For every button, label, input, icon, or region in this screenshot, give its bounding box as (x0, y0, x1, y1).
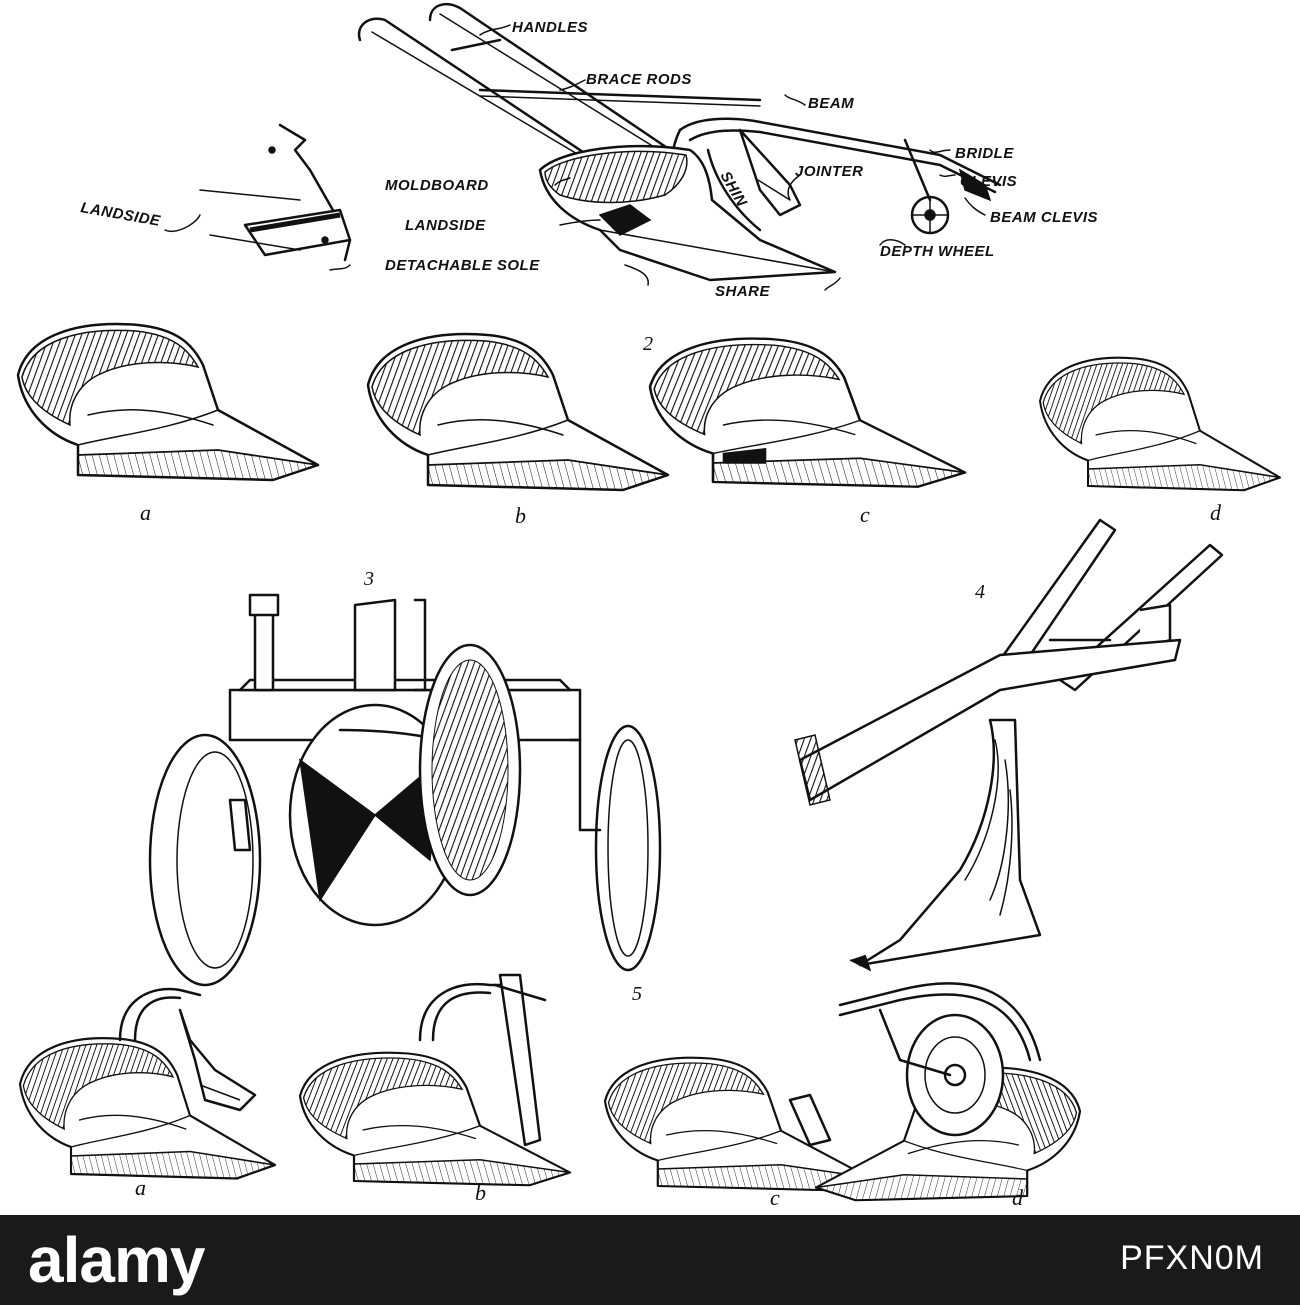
right-wheel (594, 724, 662, 972)
letter-2a: a (140, 500, 151, 525)
figure-number-3: 3 (363, 568, 374, 590)
stock-image-id: PFXN0M (1120, 1239, 1264, 1277)
label-jointer: JOINTER (795, 163, 864, 180)
brand-text: alamy (28, 1224, 205, 1296)
label-brace-rods: BRACE RODS (586, 71, 692, 88)
figure-2-bottoms (16, 322, 1282, 492)
letter-5b: b (475, 1180, 486, 1205)
right-handle (428, 3, 702, 172)
alamy-logo[interactable]: alamy (28, 1223, 205, 1297)
bottom-2d (1038, 356, 1282, 492)
standard (858, 718, 1042, 967)
label-landside: LANDSIDE (405, 217, 486, 234)
figure-number-4: 4 (975, 581, 985, 603)
bottom-2c (648, 337, 967, 489)
stock-footer-bar: alamy PFXN0M (0, 1215, 1300, 1305)
letter-2c: c (860, 502, 870, 527)
brace-rods (478, 88, 762, 102)
landside-block (598, 204, 652, 236)
figure-3-disk-plow (148, 593, 662, 987)
letter-5d: d (1012, 1185, 1024, 1210)
label-shin: SHIN (717, 169, 751, 211)
shin (706, 148, 762, 232)
coulter-5b (498, 973, 542, 1147)
figure-4-wooden-beam-plow (794, 518, 1224, 972)
bottom-2a (16, 322, 320, 482)
beam (678, 117, 1002, 187)
label-handles: HANDLES (512, 19, 588, 36)
figure-number-5: 5 (632, 983, 642, 1005)
plow-diagram: HANDLES BRACE RODS BEAM BRIDLE CLEVIS JO… (16, 3, 1282, 1210)
figure-number-2: 2 (643, 333, 653, 355)
label-depth-wheel: DEPTH WHEEL (880, 243, 995, 260)
label-clevis: CLEVIS (960, 173, 1017, 190)
bottom-2b (366, 332, 670, 492)
illustration-plate: HANDLES BRACE RODS BEAM BRIDLE CLEVIS JO… (16, 3, 1282, 1210)
jointer (738, 128, 802, 217)
jointer-5a (178, 1008, 257, 1112)
letter-5a: a (135, 1175, 146, 1200)
label-landside-inset: LANDSIDE (79, 199, 162, 230)
label-moldboard: MOLDBOARD (385, 177, 489, 194)
clevis (958, 168, 992, 202)
left-wheel (148, 733, 262, 987)
figure-1-walking-plow: HANDLES BRACE RODS BEAM BRIDLE CLEVIS JO… (79, 3, 1098, 300)
label-share: SHARE (715, 283, 771, 300)
letter-2d: d (1210, 500, 1222, 525)
label-beam: BEAM (808, 95, 854, 112)
label-beam-clevis: BEAM CLEVIS (990, 209, 1098, 226)
label-detachable-sole: DETACHABLE SOLE (385, 257, 540, 274)
figure-5-attachments (18, 973, 1082, 1202)
label-bridle: BRIDLE (955, 145, 1014, 162)
letter-5c: c (770, 1185, 780, 1210)
bottom-5c (603, 1056, 871, 1192)
landside-inset (199, 123, 352, 262)
left-handle (357, 17, 642, 192)
letter-2b: b (515, 503, 526, 528)
